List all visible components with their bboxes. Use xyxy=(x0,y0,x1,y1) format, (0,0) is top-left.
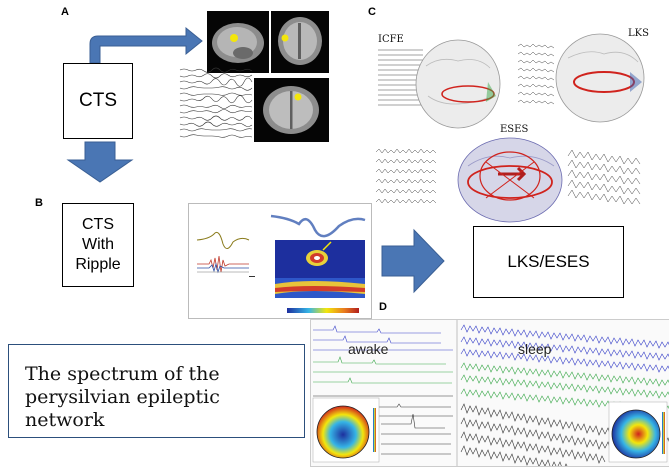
caption-line-3: network xyxy=(25,409,105,431)
panel-d-eeg xyxy=(310,319,669,467)
overlaid-waveforms xyxy=(270,214,366,238)
awake-label: awake xyxy=(348,341,389,357)
caption-line-1: The spectrum of the xyxy=(25,363,220,385)
topomap-sleep xyxy=(608,401,668,463)
eses-eeg-trace xyxy=(375,148,437,204)
colorbar xyxy=(287,308,359,313)
activation-spot xyxy=(281,34,289,42)
cts-ripple-line-3: Ripple xyxy=(75,256,121,273)
topomap-awake xyxy=(312,397,380,463)
lks-eses-box: LKS/ESES xyxy=(473,226,624,298)
caption-line-2: perysilvian epileptic xyxy=(25,386,220,408)
eses-eeg-trace-right xyxy=(567,149,641,205)
panel-label-a: A xyxy=(61,6,69,18)
lks-label: LKS xyxy=(628,28,649,39)
sleep-label: sleep xyxy=(518,341,552,357)
cts-box: CTS xyxy=(63,63,133,139)
eeg-trace-panel-a xyxy=(179,67,253,138)
cts-label: CTS xyxy=(79,90,117,111)
icfe-brain xyxy=(415,39,501,129)
lks-brain xyxy=(555,33,645,123)
lks-eses-label: LKS/ESES xyxy=(507,252,590,271)
mri-axial-image xyxy=(254,78,329,142)
arrow-cts-to-ripple xyxy=(66,141,134,183)
cts-ripple-box: CTS With Ripple xyxy=(62,203,134,287)
ripple-trace-red xyxy=(197,255,249,273)
eses-label: ESES xyxy=(500,124,528,135)
activation-spot xyxy=(230,34,238,42)
ripple-figure xyxy=(188,203,372,319)
spectrum-caption: The spectrum of the perysilvian epilepti… xyxy=(8,344,305,438)
panel-c-figure: ICFE LKS ESES xyxy=(375,28,649,223)
averaged-spike-trace xyxy=(196,231,250,249)
mri-sagittal-image xyxy=(207,11,269,73)
ripple-trace-blue xyxy=(197,262,249,274)
panel-label-d: D xyxy=(379,301,387,313)
panel-label-b: B xyxy=(35,197,43,209)
arrow-ripple-to-lks xyxy=(381,228,445,294)
panel-label-c: C xyxy=(368,6,376,18)
activation-spot xyxy=(294,93,302,101)
cts-ripple-line-2: With xyxy=(82,236,114,253)
sleep-eeg-traces xyxy=(460,324,669,466)
eses-brain xyxy=(457,137,563,223)
icfe-label: ICFE xyxy=(378,34,404,45)
lks-eeg-trace xyxy=(517,43,555,105)
mri-coronal-image xyxy=(271,11,329,73)
arrow-cts-to-mri xyxy=(89,26,203,64)
cts-ripple-line-1: CTS xyxy=(82,216,114,233)
icfe-eeg-trace xyxy=(378,49,423,106)
